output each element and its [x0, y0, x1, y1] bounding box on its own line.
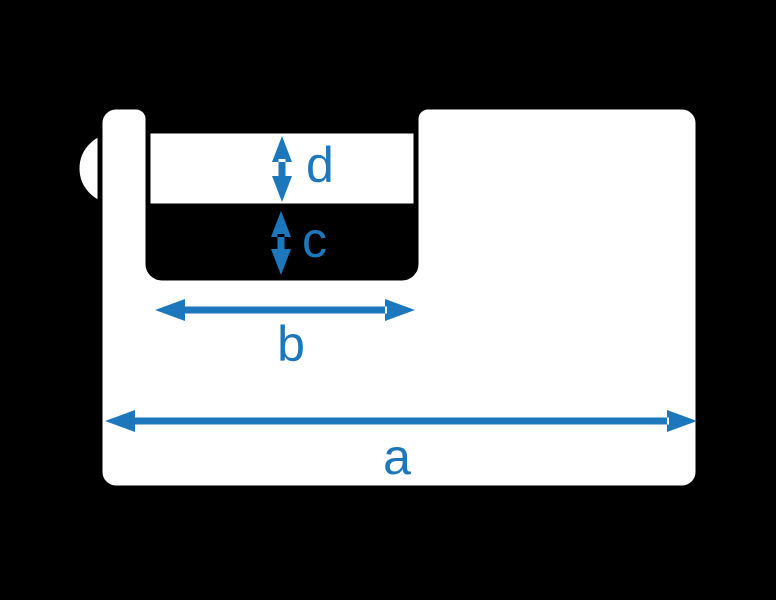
dimension-label-d: d	[306, 137, 334, 193]
dimension-label-a: a	[383, 429, 411, 485]
dimension-arrow-b	[155, 299, 415, 321]
dimension-label-c: c	[302, 212, 327, 268]
dimension-arrow-a	[105, 410, 697, 432]
dimension-arrow-d	[272, 136, 292, 202]
dimension-arrow-c	[271, 211, 291, 275]
dimension-label-b: b	[277, 316, 305, 372]
padlock-body	[97, 104, 701, 491]
